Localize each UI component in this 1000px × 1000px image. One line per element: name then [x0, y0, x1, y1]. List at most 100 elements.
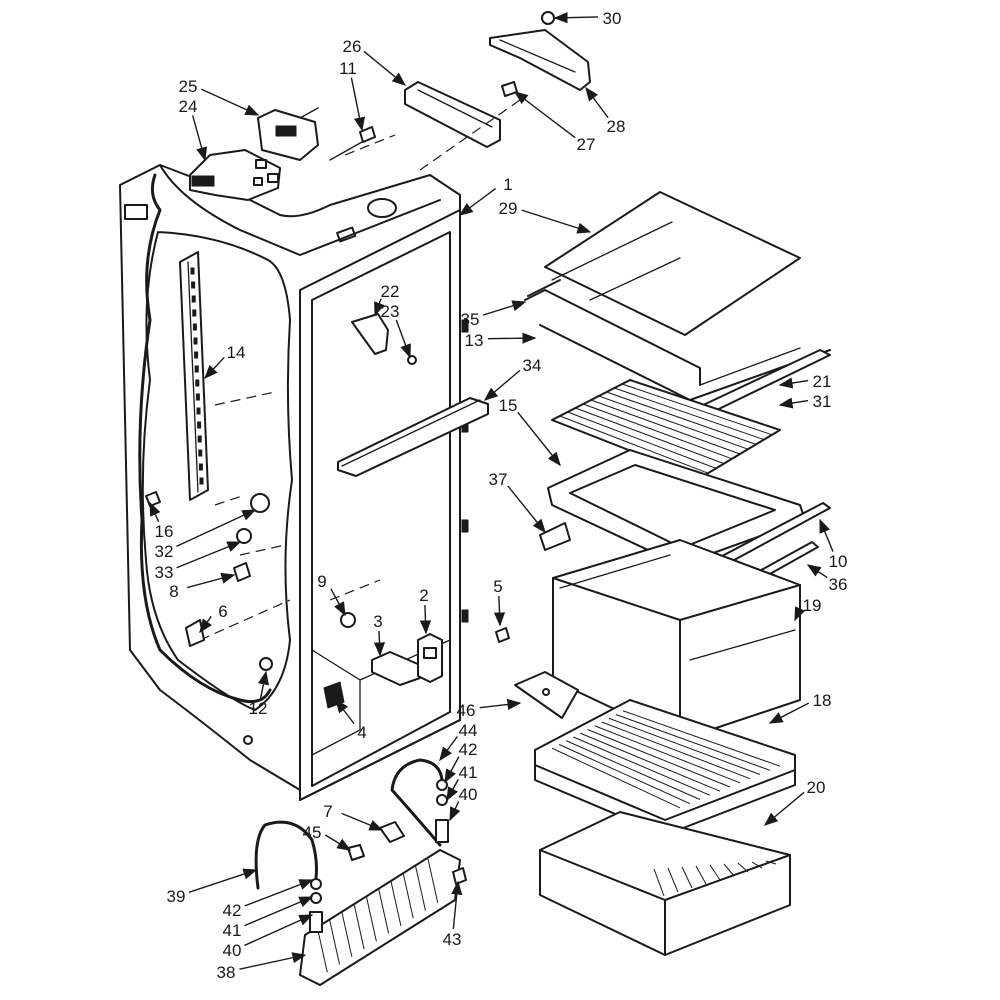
- callout-label-19: 19: [803, 596, 822, 615]
- callout-leader-40: [449, 801, 461, 822]
- callout-label-20: 20: [807, 778, 826, 797]
- callout-leader-16: [149, 501, 161, 523]
- callout-label-26: 26: [343, 37, 362, 56]
- screw-9: [340, 612, 356, 628]
- callout-label-40: 40: [459, 785, 478, 804]
- callout-leader-34: [483, 369, 521, 401]
- callout-label-45: 45: [303, 823, 322, 842]
- callout-leader-46: [479, 698, 522, 711]
- callout-label-3: 3: [373, 612, 382, 631]
- callout-label-14: 14: [227, 343, 246, 362]
- callout-label-29: 29: [499, 199, 518, 218]
- callout-label-18: 18: [813, 691, 832, 710]
- callout-label-4: 4: [357, 723, 366, 742]
- callout-label-43: 43: [443, 930, 462, 949]
- callout-leader-41: [446, 778, 459, 802]
- callout-label-16: 16: [155, 522, 174, 541]
- hinge-2: [417, 633, 443, 683]
- callout-leader-10: [819, 518, 834, 552]
- callout-label-27: 27: [577, 135, 596, 154]
- callout-label-12: 12: [249, 699, 268, 718]
- callout-leader-4: [335, 698, 355, 725]
- callout-label-8: 8: [169, 582, 178, 601]
- crisper-drawer-19: [552, 539, 801, 741]
- screw-5: [495, 627, 510, 643]
- nut-45: [347, 844, 365, 861]
- callout-leader-6: [199, 616, 212, 634]
- water-line-39: [254, 820, 318, 890]
- callout-label-35: 35: [461, 310, 480, 329]
- callout-label-25: 25: [179, 77, 198, 96]
- door-gasket-wire: [138, 173, 272, 704]
- cabinet-shelf-support-34: [337, 397, 489, 477]
- callout-leader-8: [186, 572, 236, 589]
- callout-label-23: 23: [381, 302, 400, 321]
- callout-leader-39: [188, 868, 258, 893]
- callout-leader-19: [794, 606, 806, 622]
- crisper-cover-31: [551, 379, 781, 479]
- callout-leader-40: [244, 914, 314, 947]
- callout-leader-18: [768, 702, 810, 724]
- cabinet-liner: [119, 164, 469, 801]
- callout-leader-32: [176, 509, 257, 548]
- callout-leader-45: [324, 834, 352, 851]
- callout-leader-24: [191, 115, 208, 162]
- clip-6: [185, 619, 205, 647]
- control-cover: [257, 107, 319, 161]
- water-line-44: [390, 758, 444, 847]
- callout-leader-25: [201, 88, 260, 116]
- drain-4: [323, 681, 345, 709]
- callout-leader-15: [517, 411, 561, 467]
- callout-leader-43: [451, 880, 463, 930]
- callout-leaders: [149, 12, 834, 970]
- callout-label-32: 32: [155, 542, 174, 561]
- screw-27: [501, 81, 518, 97]
- callout-leader-5: [493, 595, 506, 627]
- callout-label-37: 37: [489, 470, 508, 489]
- callout-label-11: 11: [339, 59, 357, 78]
- fittings-right: [435, 779, 449, 843]
- callout-label-40: 40: [223, 941, 242, 960]
- callout-label-21: 21: [813, 372, 832, 391]
- callout-leader-2: [419, 604, 432, 635]
- callout-label-38: 38: [217, 963, 236, 982]
- callout-leader-26: [363, 50, 407, 86]
- callout-label-13: 13: [465, 331, 484, 350]
- callout-label-34: 34: [523, 356, 542, 375]
- top-channel-26: [404, 81, 501, 148]
- callout-leader-14: [204, 356, 225, 380]
- callout-label-41: 41: [459, 763, 478, 782]
- callout-leader-20: [763, 791, 805, 826]
- callout-leader-9: [330, 588, 346, 617]
- callout-leader-22: [374, 298, 385, 317]
- callout-label-5: 5: [493, 577, 502, 596]
- drawer-cover-18: [534, 699, 796, 836]
- callout-leader-29: [521, 209, 592, 234]
- callout-leader-33: [176, 541, 242, 569]
- callout-leader-7: [341, 812, 384, 831]
- callout-leader-23: [395, 319, 411, 359]
- callout-label-42: 42: [223, 901, 242, 920]
- callout-leader-1: [458, 188, 497, 216]
- callout-label-15: 15: [499, 396, 518, 415]
- bracket-22: [351, 313, 417, 365]
- callout-leader-3: [373, 630, 386, 657]
- fittings-left: [309, 878, 323, 933]
- callout-label-30: 30: [603, 9, 622, 28]
- callout-label-24: 24: [179, 97, 198, 116]
- callout-label-39: 39: [167, 887, 186, 906]
- callout-label-28: 28: [607, 117, 626, 136]
- callout-leader-11: [350, 77, 365, 132]
- callout-label-42: 42: [459, 740, 478, 759]
- top-channel-28: [489, 11, 591, 91]
- control-housing: [189, 149, 281, 201]
- callout-leader-35: [482, 300, 527, 316]
- screw-43: [452, 867, 467, 885]
- callout-label-6: 6: [218, 602, 227, 621]
- callout-leader-28: [585, 86, 609, 119]
- callout-label-41: 41: [223, 921, 242, 940]
- callout-leader-38: [239, 952, 307, 970]
- shelf-support-37: [539, 522, 571, 551]
